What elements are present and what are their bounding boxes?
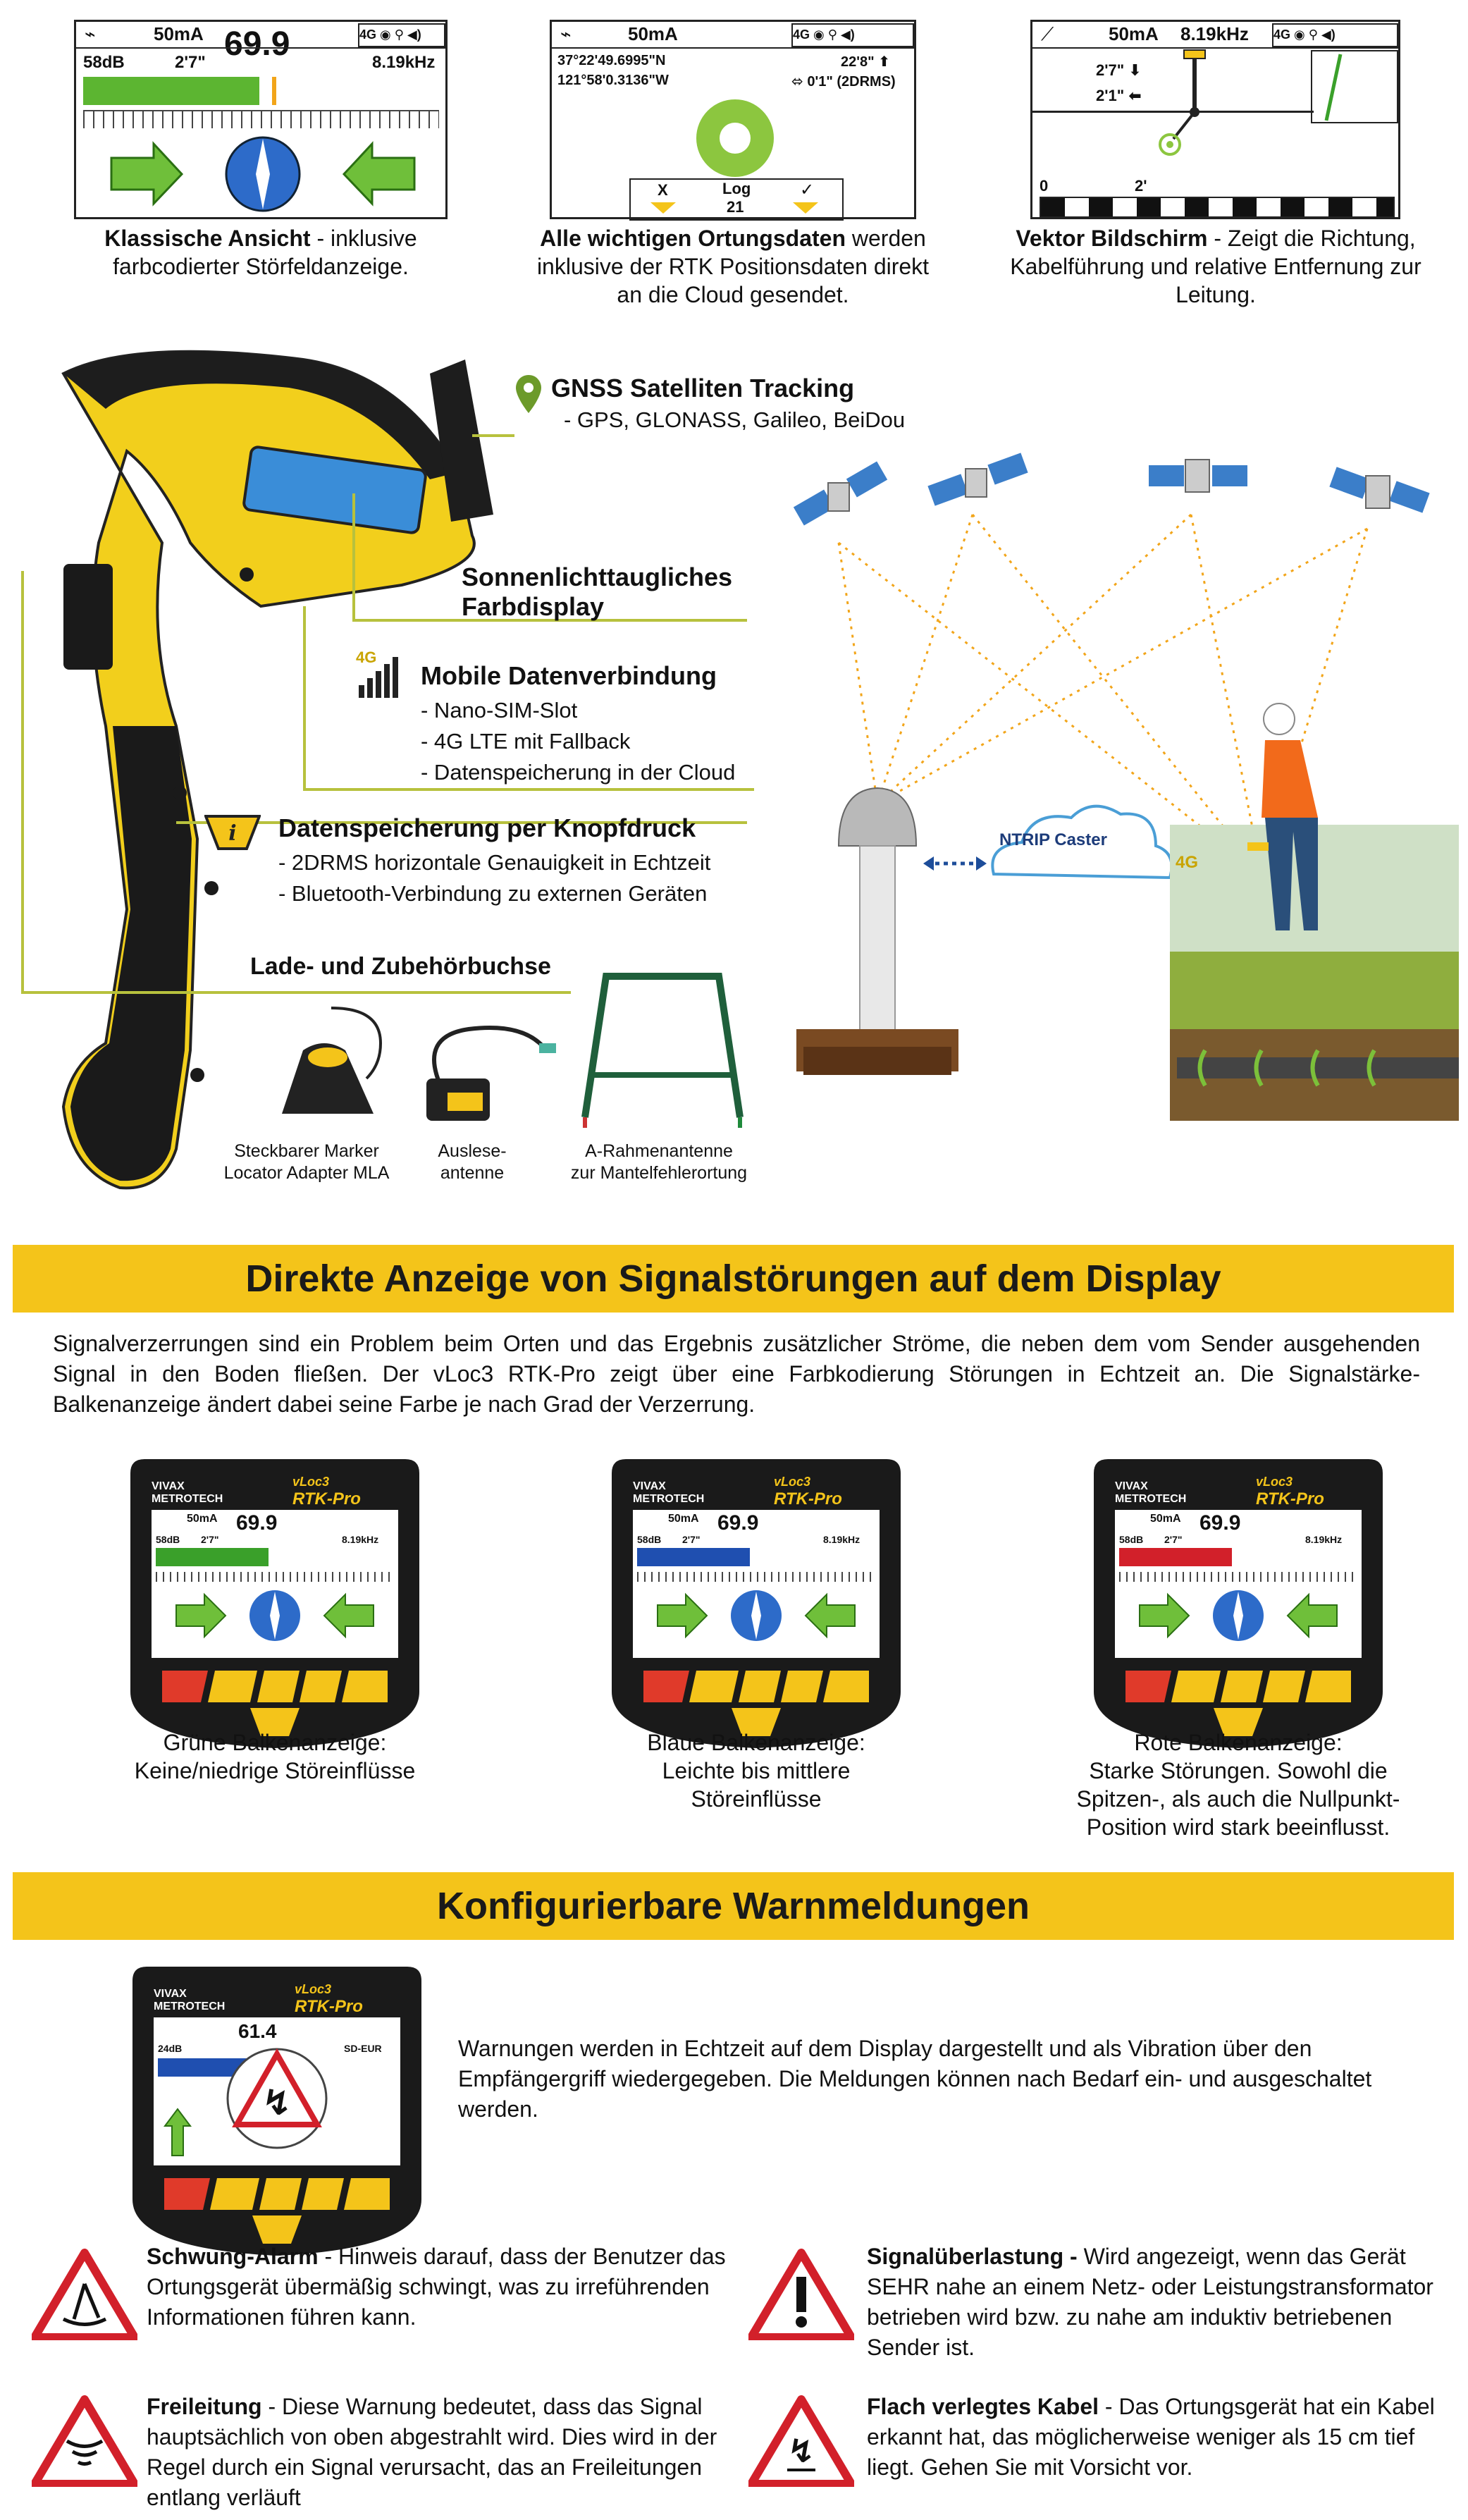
mobile-item: - 4G LTE mit Fallback xyxy=(421,729,631,754)
distance: 22'8" ⬆ xyxy=(841,54,890,70)
warning-overload: Signalüberlastung - Wird angezeigt, wenn… xyxy=(867,2244,1433,2360)
frequency-value: 8.19kHz xyxy=(1180,23,1249,44)
display-title-line1: Sonnenlichttaugliches xyxy=(462,563,733,591)
log-softkey[interactable]: Log xyxy=(722,180,751,197)
distance-scale xyxy=(1040,197,1395,218)
signal-chart xyxy=(1311,50,1398,123)
rtk-4g-badge: 4G xyxy=(1176,853,1199,872)
gnss-title: GNSS Satelliten Tracking xyxy=(551,374,855,402)
warning-overhead: Freileitung - Diese Warnung bedeutet, da… xyxy=(147,2394,717,2510)
ntrip-caster-label: NTRIP Caster xyxy=(999,830,1107,849)
section-title: Konfigurierbare Warnmeldungen xyxy=(13,1872,1454,1940)
display-title-line2: Farbdisplay xyxy=(462,592,605,621)
gain-value: 58dB xyxy=(83,53,125,72)
classic-view-caption: Klassische Ansicht - inklusive farbcodie… xyxy=(104,226,417,279)
mobile-item: - Datenspeicherung in der Cloud xyxy=(421,760,736,785)
current-value: 50mA xyxy=(154,23,204,44)
rtk-base-label: RTK Basis Station xyxy=(805,1093,939,1110)
bar-caption: Rote Balkenanzeige:Starke Störungen. Sow… xyxy=(1076,1730,1400,1840)
status-icons: 4G ◉ ⚲ ◀) xyxy=(1272,23,1398,47)
signal-bar xyxy=(1119,1548,1232,1566)
info-button-icon: i xyxy=(204,815,261,850)
rtk-illustration xyxy=(793,453,1459,1121)
accessory-caption: Auslese-antenne xyxy=(438,1141,507,1183)
satellite-icon xyxy=(1149,459,1247,493)
left-right-guidance xyxy=(110,136,416,212)
log-count: 21 xyxy=(727,198,744,216)
signal-bar xyxy=(83,77,259,105)
cancel-softkey[interactable]: X xyxy=(658,181,668,199)
a-frame-antenna-image xyxy=(581,973,744,1128)
signal-bar xyxy=(637,1548,750,1566)
overhead-line-icon xyxy=(32,2395,137,2487)
depth-top: 2'7" ⬇ xyxy=(1096,61,1142,79)
data-view-screen: ⌁ 50mA 4G ◉ ⚲ ◀) 37°22'49.6995"N 121°58'… xyxy=(550,20,916,221)
storage-item: - Bluetooth-Verbindung zu externen Gerät… xyxy=(278,881,708,906)
shallow-cable-icon: ↯ xyxy=(748,2395,854,2487)
signal-bar xyxy=(156,1548,269,1566)
worker-figure xyxy=(1247,703,1318,930)
signal-overload-icon xyxy=(748,2249,854,2340)
current-value: 50mA xyxy=(628,23,678,44)
location-pin-icon xyxy=(516,375,541,413)
bar-caption: Blaue Balkenanzeige:Leichte bis mittlere… xyxy=(647,1730,865,1812)
gnss-item: - GPS, GLONASS, Galileo, BeiDou xyxy=(564,407,906,432)
vector-locator-icon xyxy=(1159,49,1206,156)
socket-title: Lade- und Zubehörbuchse xyxy=(250,953,551,980)
status-icons: 4G ◉ ⚲ ◀) xyxy=(358,23,445,47)
antenna-icon: ⌁ xyxy=(560,23,572,44)
accuracy: ⬄ 0'1" (2DRMS) xyxy=(791,74,896,90)
swing-alarm-icon xyxy=(32,2249,137,2340)
latitude: 37°22'49.6995"N xyxy=(557,53,666,68)
scale-end: 2' xyxy=(1135,177,1147,195)
offset-value: 2'1" ⬅ xyxy=(1096,87,1142,104)
storage-item: - 2DRMS horizontale Genauigkeit in Echtz… xyxy=(278,850,711,875)
vector-view-screen: ⟋ 50mA 8.19kHz 4G ◉ ⚲ ◀) 2'7" ⬇ 2'1" ⬅ 0… xyxy=(1030,20,1400,219)
satellite-icon xyxy=(927,453,1028,506)
display-feature: Sonnenlichttaugliches Farbdisplay xyxy=(462,563,732,622)
depth-value: 2'7" xyxy=(175,53,206,72)
warning-shallow: Flach verlegtes Kabel - Das Ortungsgerät… xyxy=(867,2394,1435,2480)
classic-view-screen: ⌁ 50mA 69.9 4G ◉ ⚲ ◀) 58dB 2'7" 8.19kHz xyxy=(74,20,448,219)
4g-signal-icon: 4G xyxy=(356,649,405,698)
antenna-icon: ⌁ xyxy=(85,23,96,44)
position-target-icon xyxy=(696,99,774,177)
warning-swing: Schwung-Alarm - Hinweis darauf, dass der… xyxy=(147,2244,726,2330)
storage-title: Datenspeicherung per Knopfdruck xyxy=(278,813,696,842)
svg-text:↯: ↯ xyxy=(788,2432,815,2470)
confirm-softkey[interactable]: ✓ xyxy=(800,180,815,199)
mobile-title: Mobile Datenverbindung xyxy=(421,661,717,690)
svg-text:↯: ↯ xyxy=(262,2082,292,2123)
log-softkeys: X Log 21 ✓ xyxy=(629,178,844,221)
cable-direction-icon: ⟋ xyxy=(1041,23,1054,44)
marker-adapter-image xyxy=(282,1007,383,1114)
bar-caption: Grüne Balkenanzeige:Keine/niedrige Störe… xyxy=(134,1730,416,1783)
scale-start: 0 xyxy=(1040,177,1049,195)
satellite-icon xyxy=(1329,467,1430,513)
data-view-caption: Alle wichtigen Ortungsdaten werden inklu… xyxy=(536,226,930,307)
longitude: 121°58'0.3136"W xyxy=(557,73,669,88)
section-title: Direkte Anzeige von Signalstörungen auf … xyxy=(13,1245,1454,1313)
warnings-intro: Warnungen werden in Echtzeit auf dem Dis… xyxy=(458,2036,1372,2122)
locator-device-image xyxy=(61,350,493,1190)
status-icons: 4G ◉ ⚲ ◀) xyxy=(791,23,914,47)
frequency-value: 8.19kHz xyxy=(372,53,436,72)
vector-view-caption: Vektor Bildschirm - Zeigt die Richtung, … xyxy=(1010,226,1421,307)
section-paragraph: Signalverzerrungen sind ein Problem beim… xyxy=(53,1331,1420,1417)
readout-antenna-image xyxy=(426,1026,556,1121)
peak-scale xyxy=(83,110,439,128)
satellite-icon xyxy=(793,461,888,526)
mobile-item: - Nano-SIM-Slot xyxy=(421,698,578,723)
current-value: 50mA xyxy=(1109,23,1159,44)
signal-value: 69.9 xyxy=(224,25,290,63)
svg-text:i: i xyxy=(228,821,236,846)
warning-overlay-icon: ↯ xyxy=(226,2048,328,2149)
